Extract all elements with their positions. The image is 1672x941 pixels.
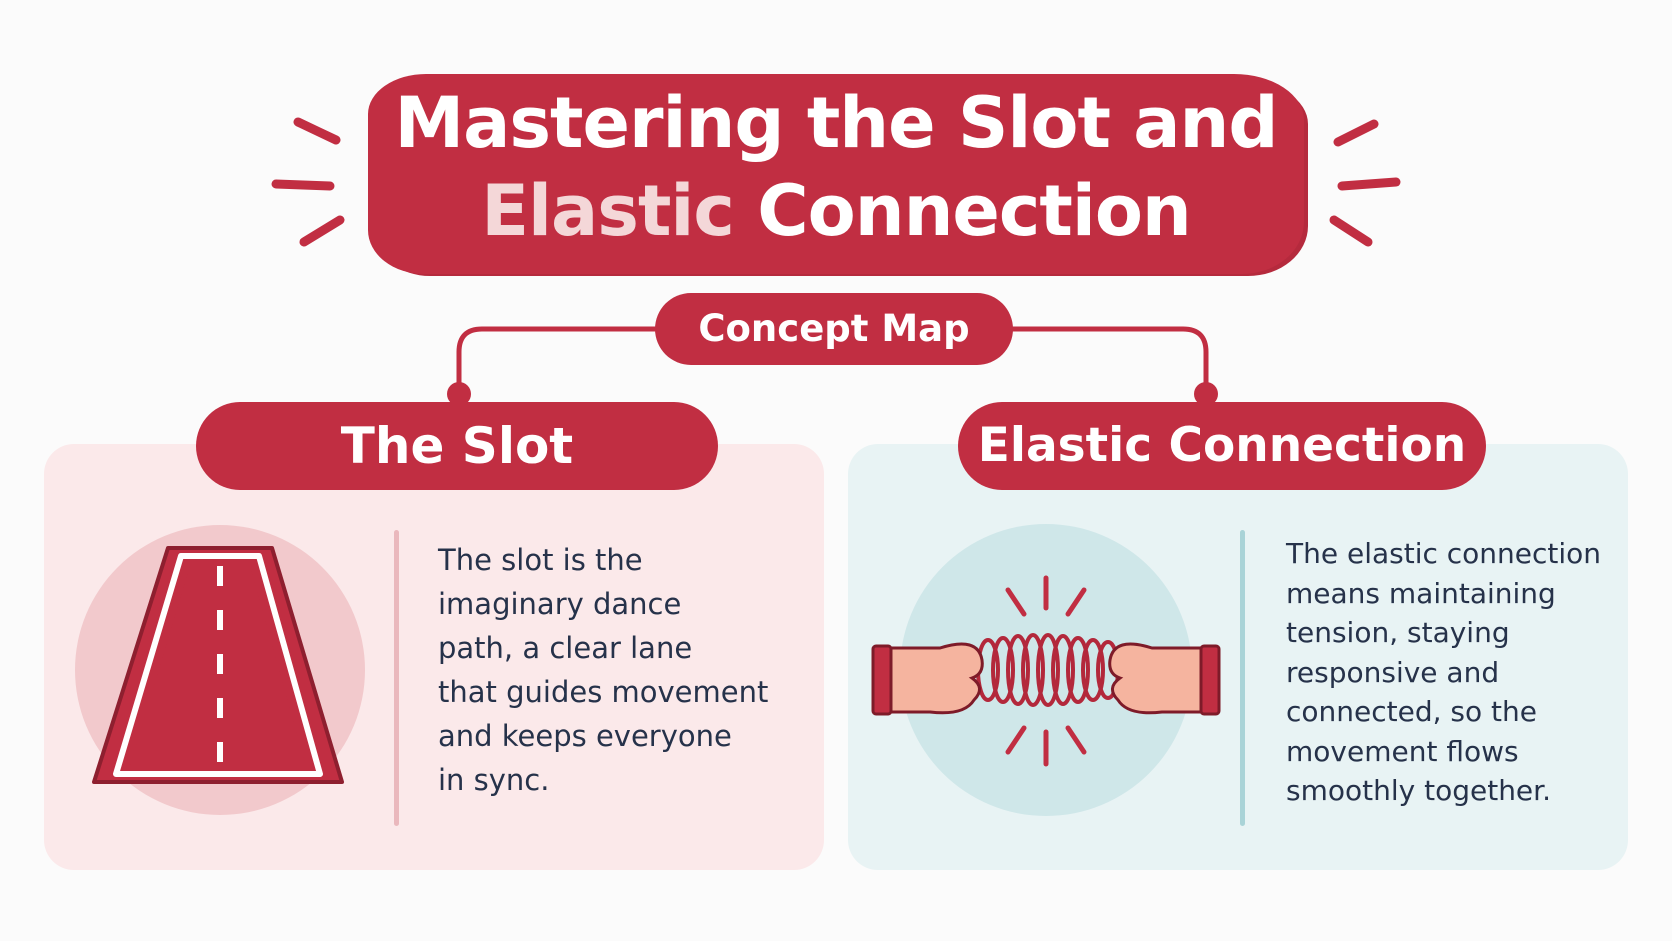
slot-heading: The Slot — [196, 402, 718, 490]
concept-map-pill: Concept Map — [655, 293, 1013, 365]
title-line-2-rest: Connection — [733, 170, 1191, 252]
elastic-divider — [1240, 530, 1245, 826]
elastic-description: The elastic connection means maintaining… — [1286, 537, 1602, 807]
title-line-2: Elastic Connection — [368, 170, 1304, 252]
title-banner — [368, 74, 1304, 274]
title-highlight: Elastic — [481, 170, 735, 252]
title-line-1: Mastering the Slot and — [394, 82, 1279, 164]
elastic-heading: Elastic Connection — [958, 402, 1486, 490]
slot-description: The slot is the imaginary dance path, a … — [438, 543, 769, 797]
slot-divider — [394, 530, 399, 826]
